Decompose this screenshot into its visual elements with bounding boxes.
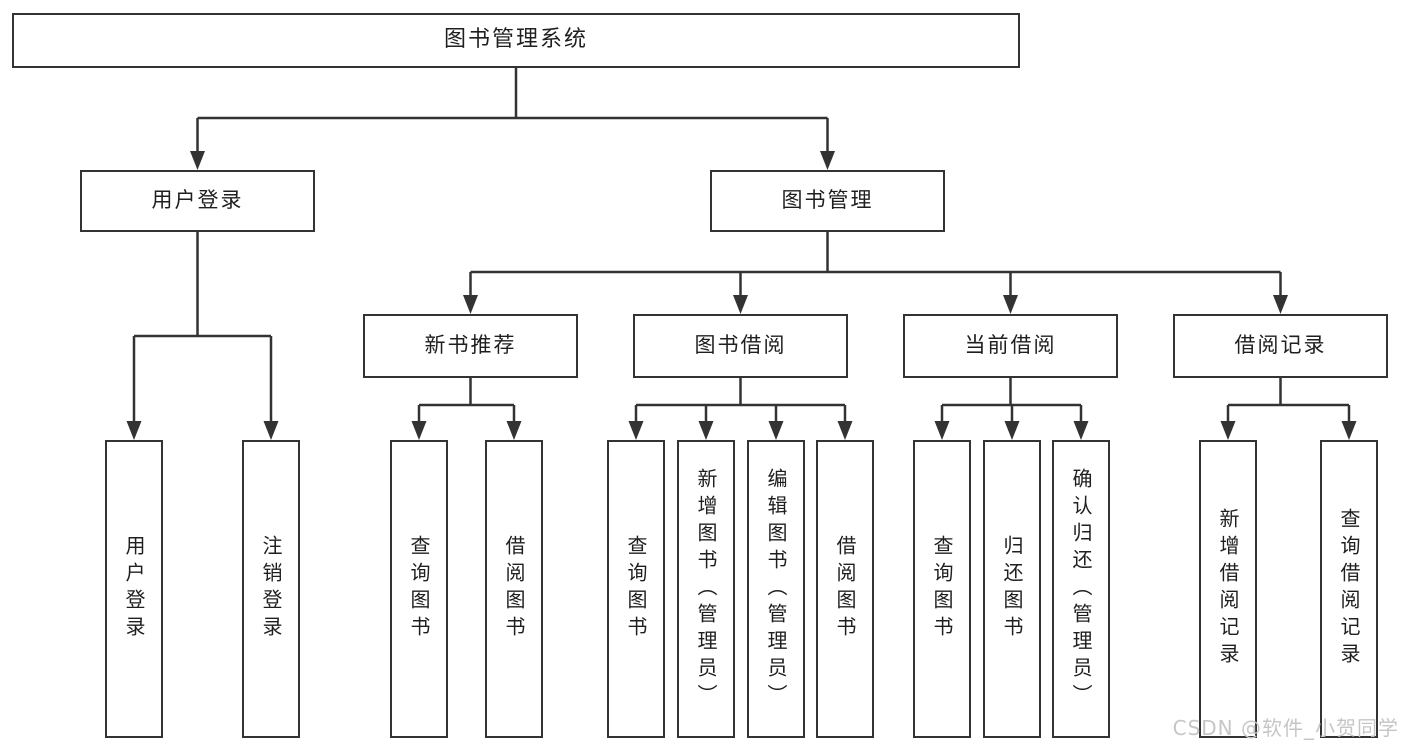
leaf-query-book-3: 查询图书 — [913, 440, 971, 738]
node-borrow-records: 借阅记录 — [1173, 314, 1388, 378]
connector-current-to-leaves — [934, 378, 1089, 440]
leaf-user-login: 用户登录 — [105, 440, 163, 738]
leaf-borrow-book-1: 借阅图书 — [485, 440, 543, 738]
connector-records-to-leaves — [1220, 378, 1357, 440]
leaf-query-borrow-record: 查询借阅记录 — [1320, 440, 1378, 738]
node-user-login-group: 用户登录 — [80, 170, 315, 232]
node-book-borrow: 图书借阅 — [633, 314, 848, 378]
leaf-edit-book-admin: 编辑图书（管理员） — [747, 440, 805, 738]
leaf-return-book: 归还图书 — [983, 440, 1041, 738]
connector-borrow-to-leaves — [628, 378, 853, 440]
connector-bookmgmt-to-level3 — [463, 232, 1288, 314]
node-system-root: 图书管理系统 — [12, 13, 1020, 68]
node-book-management-group: 图书管理 — [710, 170, 945, 232]
leaf-query-book-1: 查询图书 — [390, 440, 448, 738]
leaf-query-book-2: 查询图书 — [607, 440, 665, 738]
leaf-add-borrow-record: 新增借阅记录 — [1199, 440, 1257, 738]
leaf-confirm-return-admin: 确认归还（管理员） — [1052, 440, 1110, 738]
leaf-logout: 注销登录 — [242, 440, 300, 738]
connector-root-to-level2 — [190, 68, 835, 170]
leaf-add-book-admin: 新增图书（管理员） — [677, 440, 735, 738]
leaf-borrow-book-2: 借阅图书 — [816, 440, 874, 738]
node-new-book-recommend: 新书推荐 — [363, 314, 578, 378]
connector-newbook-to-leaves — [411, 378, 522, 440]
csdn-watermark: CSDN @软件_小贺同学 — [1172, 716, 1399, 740]
node-current-borrow: 当前借阅 — [903, 314, 1118, 378]
connector-userlogin-to-leaves — [126, 232, 279, 440]
